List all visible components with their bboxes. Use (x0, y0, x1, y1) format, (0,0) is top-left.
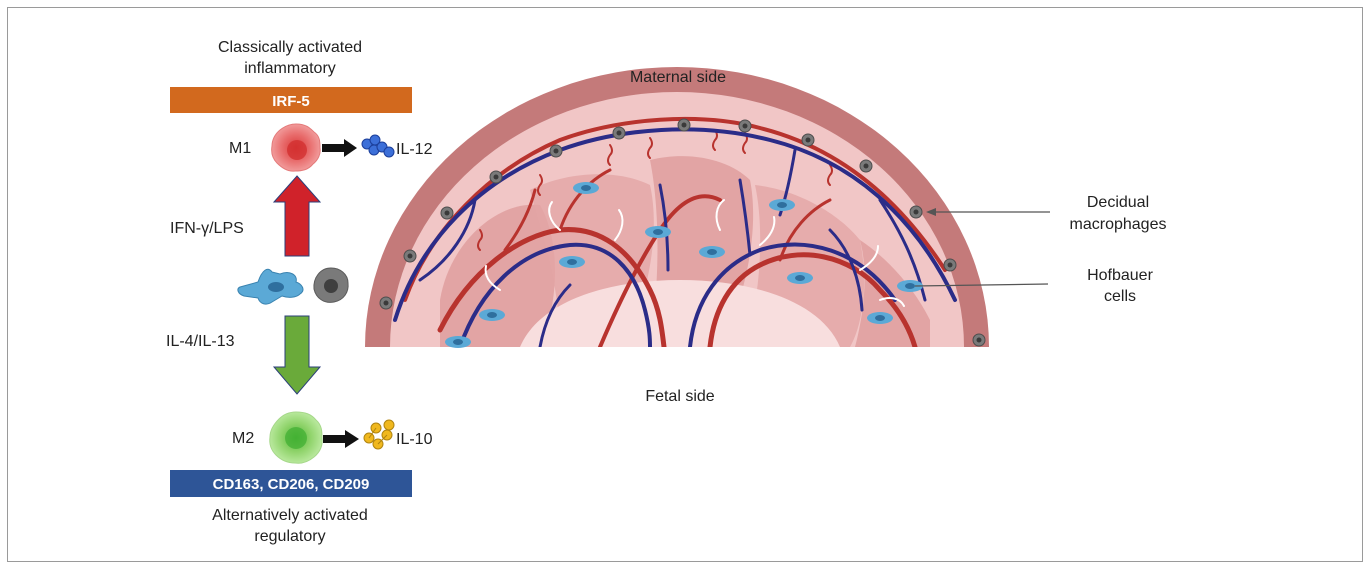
hofbauer-label-line1: Hofbauer (1087, 267, 1153, 284)
m1-secretion-arrow (322, 139, 357, 157)
il12-cytokine-icon (362, 135, 394, 157)
m1-section: Classically activated inflammatory IRF-5… (170, 39, 433, 171)
m2-label: M2 (232, 430, 254, 447)
m2-stimulus-label: IL-4/IL-13 (166, 333, 235, 350)
hofbauer-label-line2: cells (1104, 288, 1136, 305)
placenta-illustration (365, 67, 989, 348)
m1-nucleus (287, 140, 307, 160)
m2-nucleus (285, 427, 307, 449)
m2-section: M2 IL-10 CD163, CD206, CD209 Alternative… (170, 412, 433, 545)
m1-stimulus-label: IFN-γ/LPS (170, 220, 244, 237)
m2-heading-line1: Alternatively activated (212, 507, 368, 524)
fetal-side-label: Fetal side (645, 388, 714, 405)
decidual-label-line1: Decidual (1087, 194, 1149, 211)
maternal-side-label: Maternal side (630, 69, 726, 86)
resting-macrophage-icon (314, 268, 348, 302)
m1-polarization-arrow (274, 176, 320, 256)
m2-heading-line2: regulatory (254, 528, 325, 545)
il10-cytokine-icon (364, 420, 394, 449)
m2-secretion-arrow (323, 430, 359, 448)
il10-label: IL-10 (396, 431, 433, 448)
irf5-marker-label: IRF-5 (272, 93, 310, 110)
decidual-label-line2: macrophages (1070, 216, 1167, 233)
m2-marker-label: CD163, CD206, CD209 (213, 476, 370, 493)
m1-heading-line2: inflammatory (244, 60, 336, 77)
m1-heading-line1: Classically activated (218, 39, 362, 56)
m2-polarization-arrow (274, 316, 320, 394)
il12-label: IL-12 (396, 141, 433, 158)
m1-label: M1 (229, 140, 251, 157)
monocyte-precursor-icon (238, 269, 303, 304)
